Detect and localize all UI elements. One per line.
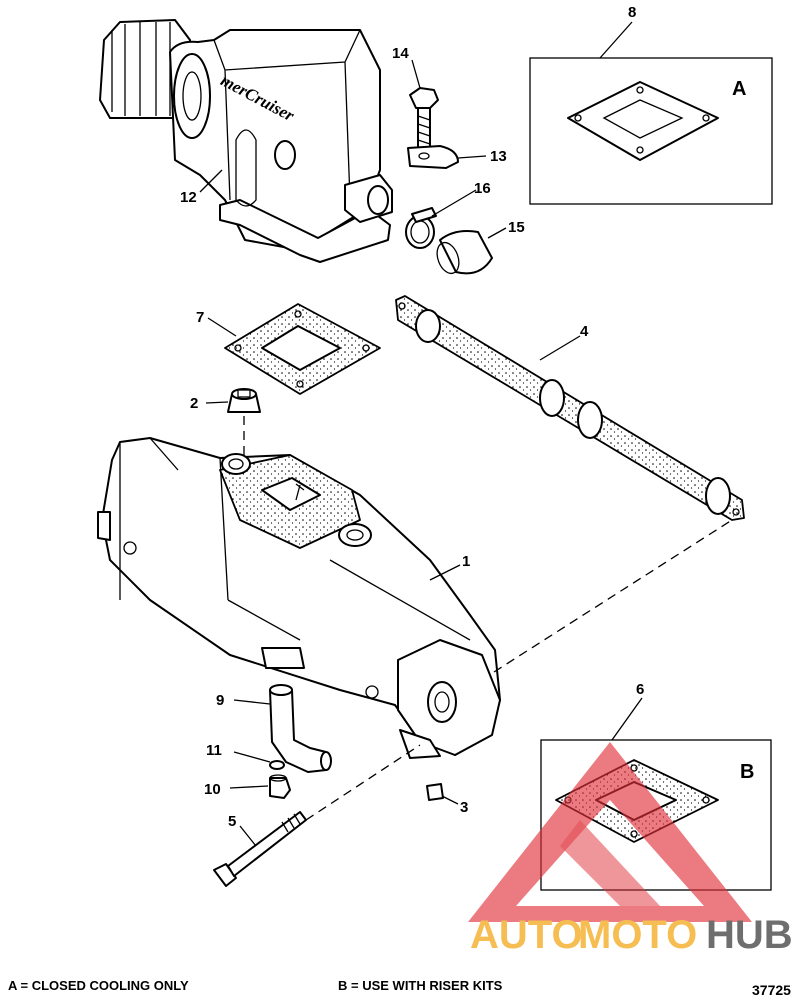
callout-2: 2 (190, 395, 198, 412)
callout-numbers: 8 14 13 12 16 15 7 2 4 1 6 9 11 10 5 3 (180, 4, 644, 830)
note-b-riser-kits: B = USE WITH RISER KITS (338, 978, 503, 993)
callout-7: 7 (196, 309, 204, 326)
callout-8: 8 (628, 4, 636, 21)
callout-11: 11 (206, 742, 222, 759)
callout-1: 1 (462, 553, 470, 570)
watermark-triangle-logo (468, 742, 752, 922)
inset-label-a: A (732, 78, 746, 100)
callout-15: 15 (508, 219, 525, 236)
watermark-text-moto: MOTO (578, 913, 697, 957)
part-16-hose-clamp (405, 207, 437, 249)
callout-3: 3 (460, 799, 468, 816)
part-5-stud-bolt (213, 811, 307, 887)
part-13-clamp-bracket (407, 145, 459, 169)
figure-number: 37725 (752, 982, 791, 998)
callout-5: 5 (228, 813, 236, 830)
part-1-exhaust-manifold (97, 437, 501, 759)
callout-13: 13 (490, 148, 507, 165)
part-7-gasket (224, 303, 381, 395)
part-4-manifold-gasket (395, 295, 745, 521)
alignment-line-gasket (493, 519, 733, 673)
callout-16: 16 (474, 180, 491, 197)
callout-14: 14 (392, 45, 409, 62)
part-11-o-ring (269, 760, 285, 770)
automotohub-watermark: AUTO MOTO HUB (468, 742, 793, 957)
part-9-water-elbow (269, 684, 332, 773)
inset-box-a: A (529, 57, 773, 205)
part-10-fitting (269, 774, 291, 799)
callout-12: 12 (180, 189, 197, 206)
watermark-text-auto: AUTO (470, 913, 583, 957)
callout-10: 10 (204, 781, 221, 798)
callout-9: 9 (216, 692, 224, 709)
part-2-pipe-plug (227, 388, 261, 413)
inset-label-b: B (740, 761, 754, 783)
note-a-closed-cooling: A = CLOSED COOLING ONLY (8, 978, 189, 993)
part-12-exhaust-elbow: merCruiser (99, 19, 393, 263)
part-15-hose (436, 230, 493, 275)
callout-4: 4 (580, 323, 589, 340)
callout-6: 6 (636, 681, 644, 698)
part-14-bolt (409, 87, 439, 149)
watermark-text-hub: HUB (706, 913, 793, 957)
part-3-drain-plug (426, 783, 444, 801)
leader-lines (199, 21, 643, 847)
alignment-line-stud (305, 744, 421, 821)
